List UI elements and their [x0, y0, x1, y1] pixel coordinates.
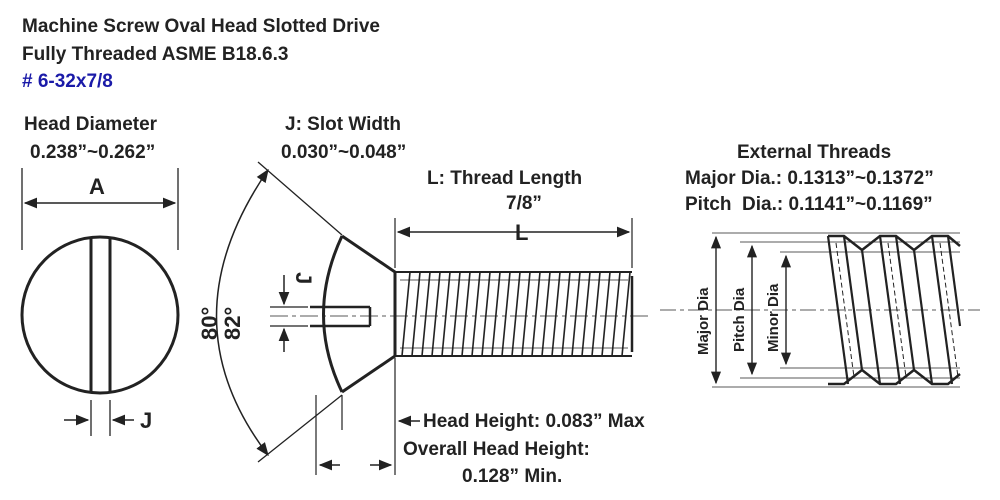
screw-side-view: [270, 218, 650, 475]
pitch-dia-dim-label: Pitch Dia: [731, 287, 748, 352]
head-diameter-label: Head Diameter: [24, 114, 158, 135]
part-number: # 6-32x7/8: [22, 71, 113, 92]
slot-width-label: J: Slot Width: [285, 114, 401, 135]
thread-length-value: 7/8”: [506, 193, 542, 214]
head-dome: [322, 235, 344, 393]
overall-head-height-label: Overall Head Height:: [403, 439, 590, 460]
thread-detail: [660, 232, 980, 388]
major-dia-spec: Major Dia.: 0.1313”~0.1372”: [685, 168, 934, 189]
head-circle: [20, 235, 180, 395]
major-dia-dim-label: Major Dia: [695, 287, 712, 355]
head-cone: [341, 234, 397, 394]
slot-j-letter-side: J: [291, 272, 316, 284]
head-diameter-value: 0.238”~0.262”: [30, 142, 156, 163]
thread-length-label: L: Thread Length: [427, 168, 583, 189]
head-top-view: [20, 168, 180, 436]
head-height-label: Head Height: 0.083” Max: [423, 411, 645, 432]
overall-head-height-value: 0.128” Min.: [462, 466, 563, 487]
title-line-2: Fully Threaded ASME B18.6.3: [22, 44, 289, 65]
angle-82-label: 82°: [220, 307, 245, 340]
title-line-1: Machine Screw Oval Head Slotted Drive: [22, 16, 380, 37]
angle-80-label: 80°: [197, 307, 222, 340]
minor-dia-dim-label: Minor Dia: [765, 283, 782, 352]
thread-crests: [401, 271, 631, 357]
slot-j-letter-top: J: [140, 408, 152, 433]
head-diameter-letter: A: [89, 174, 105, 199]
slot-width-value: 0.030”~0.048”: [281, 142, 407, 163]
pitch-dia-spec: Pitch Dia.: 0.1141”~0.1169”: [685, 194, 933, 215]
external-threads-label: External Threads: [737, 142, 892, 163]
angle-dimension: [215, 161, 343, 463]
